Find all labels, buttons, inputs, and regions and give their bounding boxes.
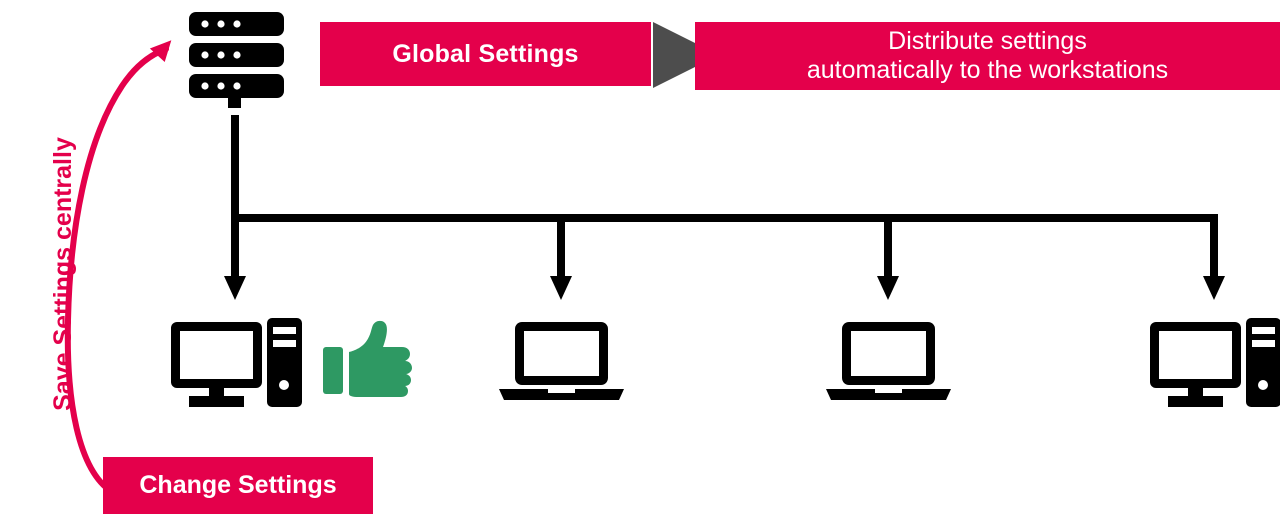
thumbs-up-icon [323, 320, 412, 397]
banner-distribute-line-2: automatically to the workstations [806, 56, 1169, 84]
banner-distribute-line-1: Distribute settings [888, 26, 1087, 55]
server-icon [189, 12, 284, 108]
banner-global-settings-label: Global Settings [392, 39, 579, 68]
banner-global-settings: Global Settings [320, 22, 651, 86]
laptop-icon [499, 322, 624, 400]
laptop-icon [826, 322, 951, 400]
triangle-right-icon [653, 22, 719, 88]
desktop-computer-icon [171, 318, 302, 407]
banner-change-settings: Change Settings [103, 457, 373, 514]
desktop-computer-icon [1150, 318, 1280, 407]
distribution-tree [224, 115, 1225, 300]
banner-change-settings-label: Change Settings [139, 471, 337, 499]
feedback-loop-arrow [64, 40, 172, 495]
banner-distribute-settings: Distribute settings automatically to the… [695, 22, 1280, 90]
caption-save-settings-centrally: Save Settings centrally [48, 137, 77, 411]
